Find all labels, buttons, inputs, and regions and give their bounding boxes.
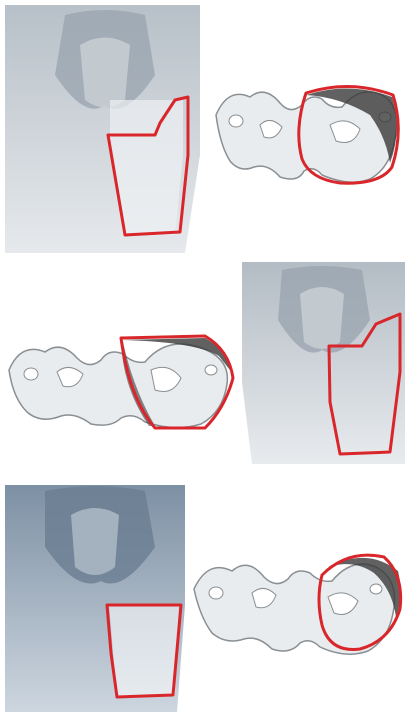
bone-illustration <box>190 545 405 665</box>
row-3-thigh-view <box>5 485 190 712</box>
row-3-bone-view <box>190 545 405 665</box>
row-1-thigh-view <box>5 5 205 253</box>
bone-illustration <box>210 75 405 190</box>
thigh-illustration <box>5 5 205 253</box>
row-2-thigh-view <box>242 262 405 464</box>
thigh-illustration <box>5 485 190 712</box>
thigh-illustration <box>242 262 405 464</box>
bone-illustration <box>5 328 240 433</box>
row-2-bone-view <box>5 328 240 433</box>
row-1-bone-view <box>210 75 405 190</box>
